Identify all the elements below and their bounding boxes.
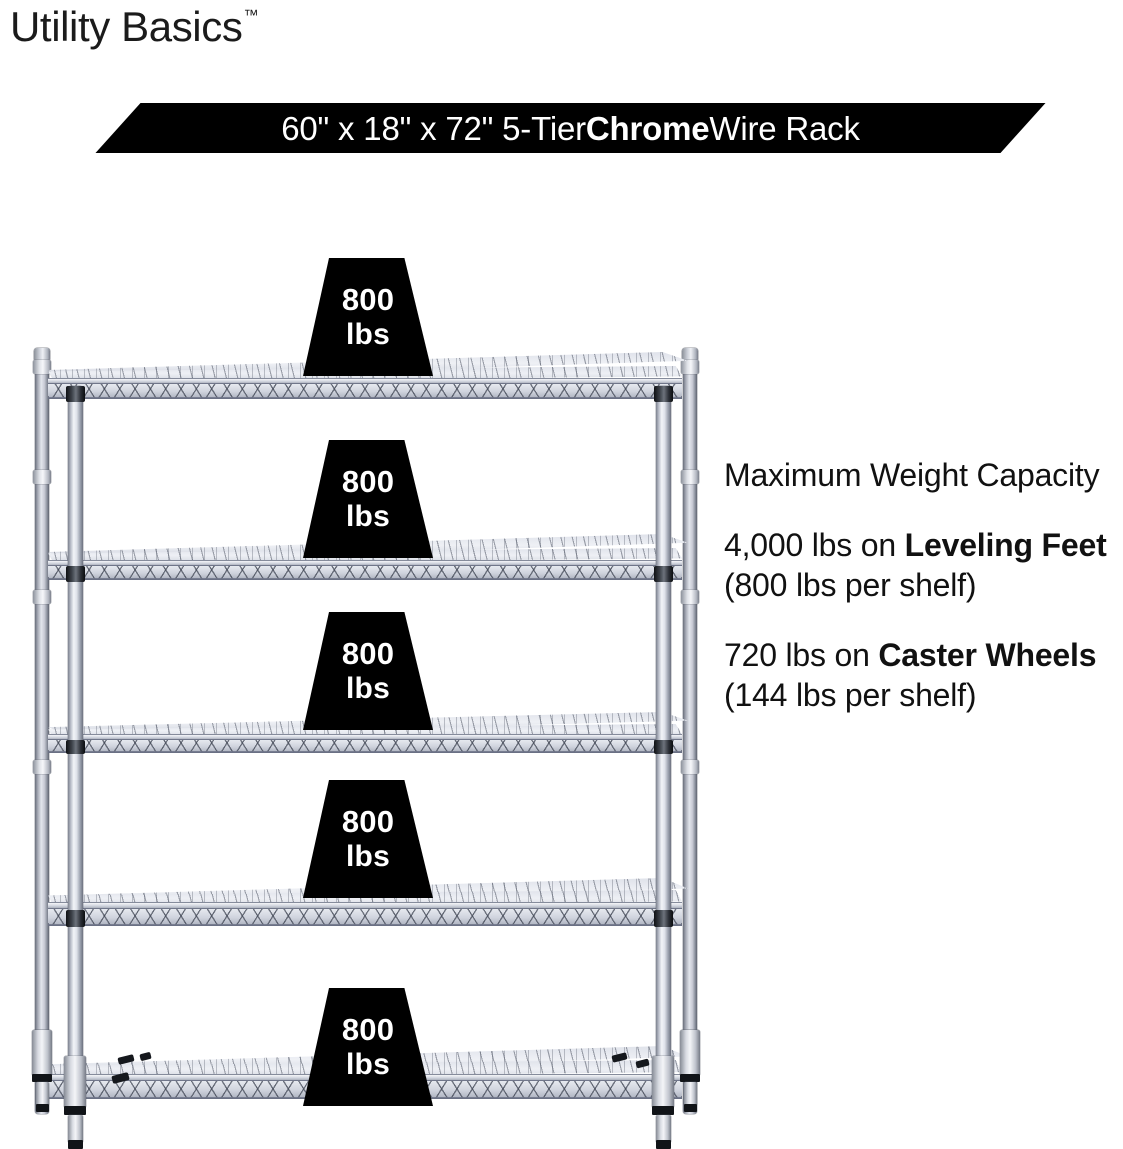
collar-front-right-3: [654, 740, 673, 754]
shelf-truss-4: [48, 908, 682, 926]
leveling-foot-band-rear-left: [32, 1074, 52, 1082]
trademark-symbol: ™: [243, 7, 259, 24]
brand-name: Utility Basics: [10, 3, 243, 50]
leveling-foot-rear-right: [680, 1030, 700, 1076]
collar-rear-left-2: [33, 470, 51, 484]
leveling-pre: 4,000 lbs on: [724, 527, 905, 563]
leveling-bold: Leveling Feet: [904, 527, 1107, 563]
caster-pre: 720 lbs on: [724, 637, 879, 673]
collar-rear-right-2: [681, 470, 699, 484]
leveling-foot-tip-front-right: [656, 1140, 671, 1149]
callout-line-leveling-feet: 4,000 lbs on Leveling Feet (800 lbs per …: [724, 525, 1123, 605]
leveling-foot-stem-front-right: [656, 1115, 671, 1143]
leveling-foot-tip-rear-left: [36, 1104, 49, 1112]
caster-post: (144 lbs per shelf): [724, 677, 977, 713]
shelf-truss-2: [48, 565, 682, 580]
leveling-foot-band-front-left: [64, 1106, 86, 1115]
leveling-foot-band-front-right: [652, 1106, 674, 1115]
leveling-foot-stem-front-left: [68, 1115, 83, 1143]
callout-heading: Maximum Weight Capacity: [724, 457, 1100, 493]
post-cap-rear-left: [34, 348, 50, 360]
collar-rear-left-3: [33, 590, 51, 604]
collar-rear-right-1: [681, 360, 699, 374]
collar-front-left-1: [66, 386, 85, 402]
weight-badge-shape-3: [303, 612, 433, 730]
shelf-truss-3: [48, 739, 682, 753]
weight-capacity-callout: Maximum Weight Capacity 4,000 lbs on Lev…: [724, 455, 1123, 715]
collar-front-right-4: [654, 910, 673, 927]
weight-badge-5: 800 lbs: [303, 988, 433, 1106]
brand-logo: Utility Basics™: [10, 3, 259, 50]
leveling-foot-tip-front-left: [68, 1140, 83, 1149]
post-rear-right: [683, 354, 697, 1114]
collar-rear-left-1: [33, 360, 51, 374]
leveling-post: (800 lbs per shelf): [724, 567, 977, 603]
post-rear-left: [35, 354, 49, 1114]
post-cap-rear-right: [682, 348, 698, 360]
shelf-edge-3: [48, 751, 682, 752]
shelf-edge-2: [48, 578, 682, 579]
weight-badge-3: 800 lbs: [303, 612, 433, 730]
shelf-edge-4: [48, 924, 682, 925]
weight-badge-shape-1: [303, 258, 433, 376]
shelf-edge-1: [48, 397, 682, 398]
weight-badge-shape-2: [303, 440, 433, 558]
collar-front-right-2: [654, 566, 673, 582]
title-banner-shape: [95, 103, 1046, 153]
weight-badge-shape-4: [303, 780, 433, 898]
shelf-truss-1: [48, 383, 682, 399]
collar-rear-right-3: [681, 590, 699, 604]
leveling-foot-front-left: [64, 1056, 86, 1108]
weight-badge-4: 800 lbs: [303, 780, 433, 898]
collar-rear-left-4: [33, 760, 51, 774]
leveling-foot-band-rear-right: [680, 1074, 700, 1082]
leveling-foot-front-right: [652, 1056, 674, 1108]
collar-front-left-2: [66, 566, 85, 582]
caster-bold: Caster Wheels: [878, 637, 1097, 673]
weight-badge-1: 800 lbs: [303, 258, 433, 376]
leveling-foot-stem-rear-right: [684, 1082, 697, 1106]
leveling-foot-tip-rear-right: [684, 1104, 697, 1112]
collar-front-left-3: [66, 740, 85, 754]
collar-front-left-4: [66, 910, 85, 927]
weight-badge-shape-5: [303, 988, 433, 1106]
collar-rear-right-4: [681, 760, 699, 774]
leveling-foot-rear-left: [32, 1030, 52, 1076]
callout-line-caster-wheels: 720 lbs on Caster Wheels (144 lbs per sh…: [724, 635, 1123, 715]
collar-front-right-1: [654, 386, 673, 402]
weight-badge-2: 800 lbs: [303, 440, 433, 558]
leveling-foot-stem-rear-left: [36, 1082, 49, 1106]
